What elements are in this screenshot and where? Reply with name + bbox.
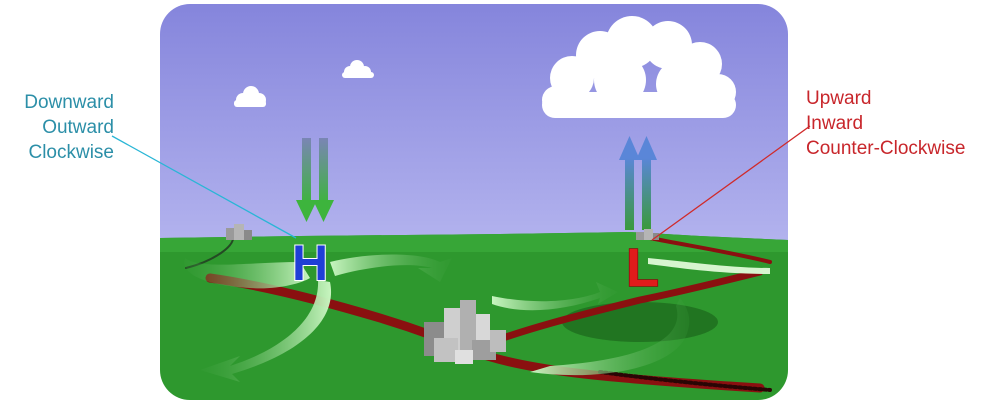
wind-arrows-high-icon (184, 254, 452, 382)
low-label-upward: Upward (806, 88, 872, 109)
downward-arrows-icon (296, 138, 334, 222)
cloud-large (542, 16, 736, 118)
high-label-clockwise: Clockwise (28, 142, 114, 163)
high-leader-line (111, 135, 297, 239)
low-pressure-labels: Upward Inward Counter-Clockwise (806, 86, 1000, 161)
high-label-outward: Outward (42, 117, 114, 138)
wind-arrows-low-icon (492, 258, 770, 376)
low-leader-line (651, 125, 811, 241)
high-pressure-symbol: H (292, 235, 328, 291)
cloud-small-left (234, 86, 266, 107)
cloud-shadow (562, 302, 718, 342)
sky (160, 4, 788, 244)
cloud-small-middle (342, 60, 374, 78)
low-label-counter-clockwise: Counter-Clockwise (806, 138, 966, 159)
high-label-downward: Downward (24, 92, 114, 113)
low-pressure-symbol: L (626, 238, 659, 298)
low-label-inward: Inward (806, 113, 864, 134)
city-buildings-icon (424, 300, 506, 364)
buildings-small-icon (226, 224, 252, 240)
high-pressure-labels: Downward Outward Clockwise (0, 90, 114, 165)
upward-arrows-icon (619, 136, 657, 230)
